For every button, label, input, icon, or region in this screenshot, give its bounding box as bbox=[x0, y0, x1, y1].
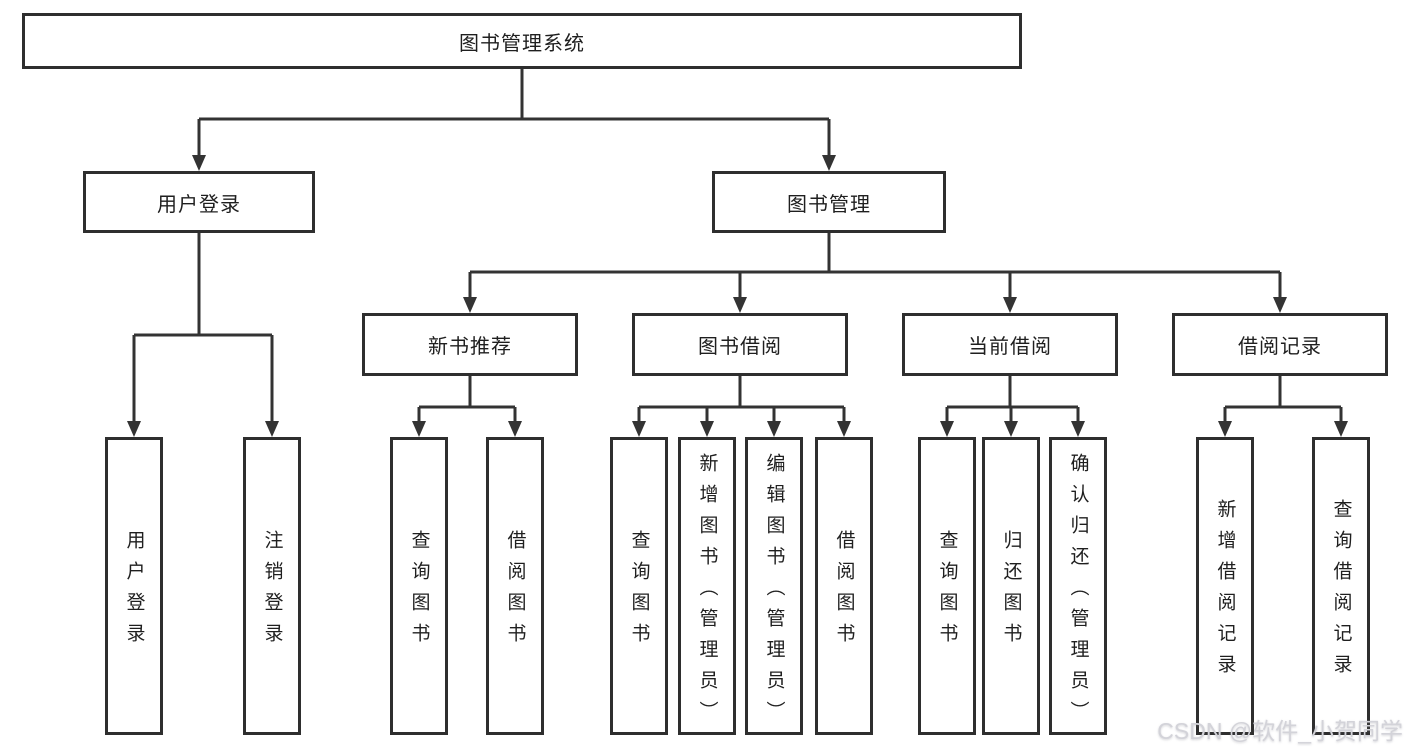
arrowhead-icon bbox=[1071, 421, 1085, 437]
node-label: 编辑图书（管理员） bbox=[763, 452, 785, 732]
node-label: 查询图书 bbox=[628, 530, 650, 654]
connector-root-to-level2 bbox=[197, 69, 831, 158]
connector-borrowing-records-to-leaves bbox=[1223, 376, 1343, 424]
node-label: 查询图书 bbox=[936, 530, 958, 654]
node-label: 注销登录 bbox=[261, 530, 283, 654]
arrowhead-icon bbox=[127, 421, 141, 437]
arrowhead-icon bbox=[1004, 421, 1018, 437]
node-label: 新增借阅记录 bbox=[1214, 499, 1236, 685]
arrowhead-icon bbox=[1003, 297, 1017, 313]
leaf-cb-query-books: 查询图书 bbox=[918, 437, 976, 735]
node-label: 图书管理系统 bbox=[459, 32, 585, 55]
leaf-cb-confirm-return-admin: 确认归还（管理员） bbox=[1049, 437, 1107, 735]
arrowhead-icon bbox=[700, 421, 714, 437]
leaf-bb-add-books-admin: 新增图书（管理员） bbox=[678, 437, 736, 735]
node-current-borrowing: 当前借阅 bbox=[902, 313, 1118, 376]
node-book-borrowing: 图书借阅 bbox=[632, 313, 848, 376]
arrowhead-icon bbox=[463, 297, 477, 313]
node-user-login: 用户登录 bbox=[83, 171, 315, 233]
leaf-bb-query-books: 查询图书 bbox=[610, 437, 668, 735]
node-label: 用户登录 bbox=[157, 193, 241, 216]
leaf-cb-return-books: 归还图书 bbox=[982, 437, 1040, 735]
arrowhead-icon bbox=[412, 421, 426, 437]
arrowhead-icon bbox=[508, 421, 522, 437]
node-library-management-system: 图书管理系统 bbox=[22, 13, 1022, 69]
node-label: 归还图书 bbox=[1000, 530, 1022, 654]
arrowhead-icon bbox=[632, 421, 646, 437]
node-label: 借阅图书 bbox=[833, 530, 855, 654]
arrowhead-icon bbox=[837, 421, 851, 437]
leaf-br-query-borrow-record: 查询借阅记录 bbox=[1312, 437, 1370, 735]
node-label: 查询图书 bbox=[408, 530, 430, 654]
node-label: 借阅图书 bbox=[504, 530, 526, 654]
connector-book-borrowing-to-leaves bbox=[637, 376, 846, 424]
csdn-watermark: CSDN @软件_小贺同学 bbox=[1157, 718, 1403, 744]
node-borrowing-records: 借阅记录 bbox=[1172, 313, 1388, 376]
node-label: 查询借阅记录 bbox=[1330, 499, 1352, 685]
leaf-nb-borrow-books: 借阅图书 bbox=[486, 437, 544, 735]
leaf-bb-edit-books-admin: 编辑图书（管理员） bbox=[745, 437, 803, 735]
arrowheads bbox=[127, 155, 1348, 437]
arrowhead-icon bbox=[733, 297, 747, 313]
leaf-br-add-borrow-record: 新增借阅记录 bbox=[1196, 437, 1254, 735]
leaf-nb-query-books: 查询图书 bbox=[390, 437, 448, 735]
node-label: 图书管理 bbox=[787, 193, 871, 216]
node-label: 用户登录 bbox=[123, 530, 145, 654]
connector-user-login-to-leaves bbox=[132, 233, 274, 424]
arrowhead-icon bbox=[265, 421, 279, 437]
arrowhead-icon bbox=[767, 421, 781, 437]
leaf-user-login: 用户登录 bbox=[105, 437, 163, 735]
node-label: 确认归还（管理员） bbox=[1067, 452, 1089, 732]
connector-book-management-to-level3 bbox=[468, 233, 1282, 300]
node-label: 图书借阅 bbox=[698, 336, 782, 358]
leaf-bb-borrow-books: 借阅图书 bbox=[815, 437, 873, 735]
arrowhead-icon bbox=[1218, 421, 1232, 437]
connector-new-book-to-leaves bbox=[417, 376, 517, 424]
node-label: 新增图书（管理员） bbox=[696, 452, 718, 732]
node-book-management: 图书管理 bbox=[712, 171, 946, 233]
node-label: 当前借阅 bbox=[968, 336, 1052, 358]
arrowhead-icon bbox=[1273, 297, 1287, 313]
arrowhead-icon bbox=[822, 155, 836, 171]
arrowhead-icon bbox=[192, 155, 206, 171]
node-new-book-recommend: 新书推荐 bbox=[362, 313, 578, 376]
node-label: 借阅记录 bbox=[1238, 336, 1322, 358]
connector-current-borrowing-to-leaves bbox=[945, 376, 1080, 424]
leaf-logout: 注销登录 bbox=[243, 437, 301, 735]
arrowhead-icon bbox=[940, 421, 954, 437]
node-label: 新书推荐 bbox=[428, 336, 512, 358]
arrowhead-icon bbox=[1334, 421, 1348, 437]
